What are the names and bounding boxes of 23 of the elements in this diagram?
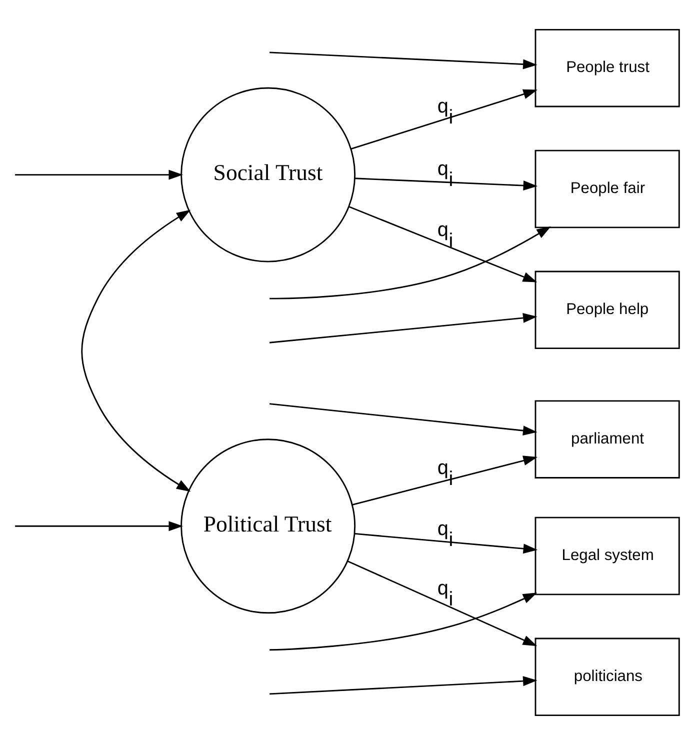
node-box: People fair	[534, 150, 680, 228]
arrow	[269, 313, 538, 344]
node-box: People trust	[534, 28, 680, 108]
node-circle: Political Trust	[180, 438, 356, 614]
arrow	[269, 403, 538, 436]
arrow	[352, 456, 538, 506]
arrow	[270, 592, 538, 651]
arrow	[350, 89, 538, 150]
node-box: People help	[534, 270, 680, 350]
arrow	[270, 226, 551, 300]
arrow	[354, 178, 538, 190]
arrow	[15, 170, 183, 180]
arrow	[15, 521, 183, 532]
arrow	[270, 52, 538, 70]
node-box: politicians	[534, 638, 680, 716]
node-circle: Social Trust	[180, 87, 356, 262]
arrow	[348, 206, 538, 282]
node-box: parliament	[534, 400, 680, 478]
arrow	[81, 210, 191, 492]
arrow	[354, 533, 538, 554]
node-box: Legal system	[534, 516, 680, 596]
arrow	[347, 560, 538, 646]
arrow	[270, 676, 538, 695]
